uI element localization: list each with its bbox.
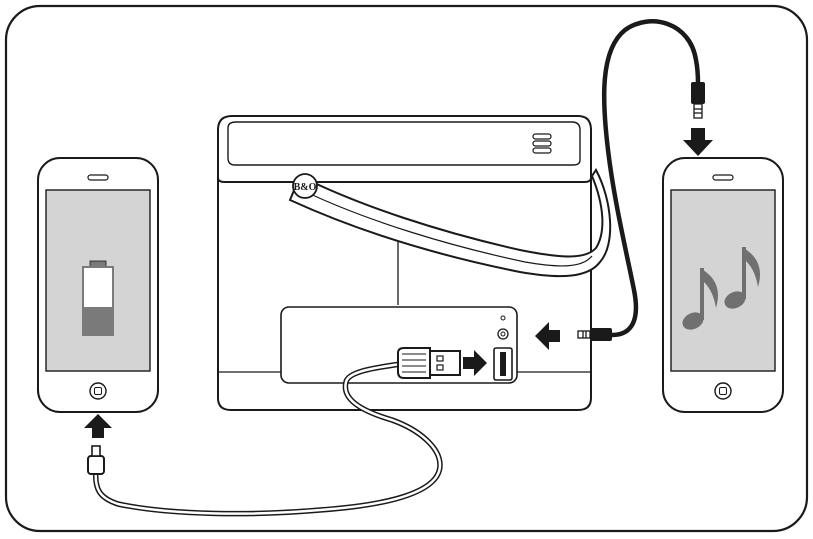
speaker-handle [288, 168, 612, 278]
lightning-plug [87, 445, 105, 475]
left-phone [37, 157, 159, 413]
left-phone-home-button [89, 382, 107, 400]
speaker-handle-inner [305, 191, 593, 267]
brand-logo-badge [292, 173, 318, 199]
left-phone-speaker-slot [87, 174, 109, 181]
right-phone-speaker-slot [712, 174, 734, 181]
battery-icon [82, 260, 114, 336]
aux-plug-phone [691, 82, 705, 119]
top-buttons [532, 133, 552, 154]
usb-cable [87, 347, 461, 517]
right-phone [662, 157, 784, 413]
arrow-usb-into-speaker [463, 350, 487, 376]
aux-cable [577, 19, 705, 341]
portable-speaker: B&O [217, 115, 612, 411]
music-notes-icon [682, 247, 761, 330]
battery-level-fill [84, 307, 112, 334]
speaker-top-panel [227, 121, 581, 166]
arrow-aux-into-speaker [535, 322, 560, 350]
aux-cable-wire [601, 19, 701, 338]
aux-plug-speaker [577, 328, 612, 341]
brand-logo-text: B&O [294, 182, 317, 193]
arrow-aux-into-phone [683, 128, 713, 156]
status-led [500, 315, 506, 321]
arrow-cable-into-phone [84, 414, 112, 438]
usb-a-plug [397, 347, 461, 379]
usb-port [493, 347, 513, 381]
right-phone-home-button [714, 382, 732, 400]
aux-port [497, 328, 509, 340]
